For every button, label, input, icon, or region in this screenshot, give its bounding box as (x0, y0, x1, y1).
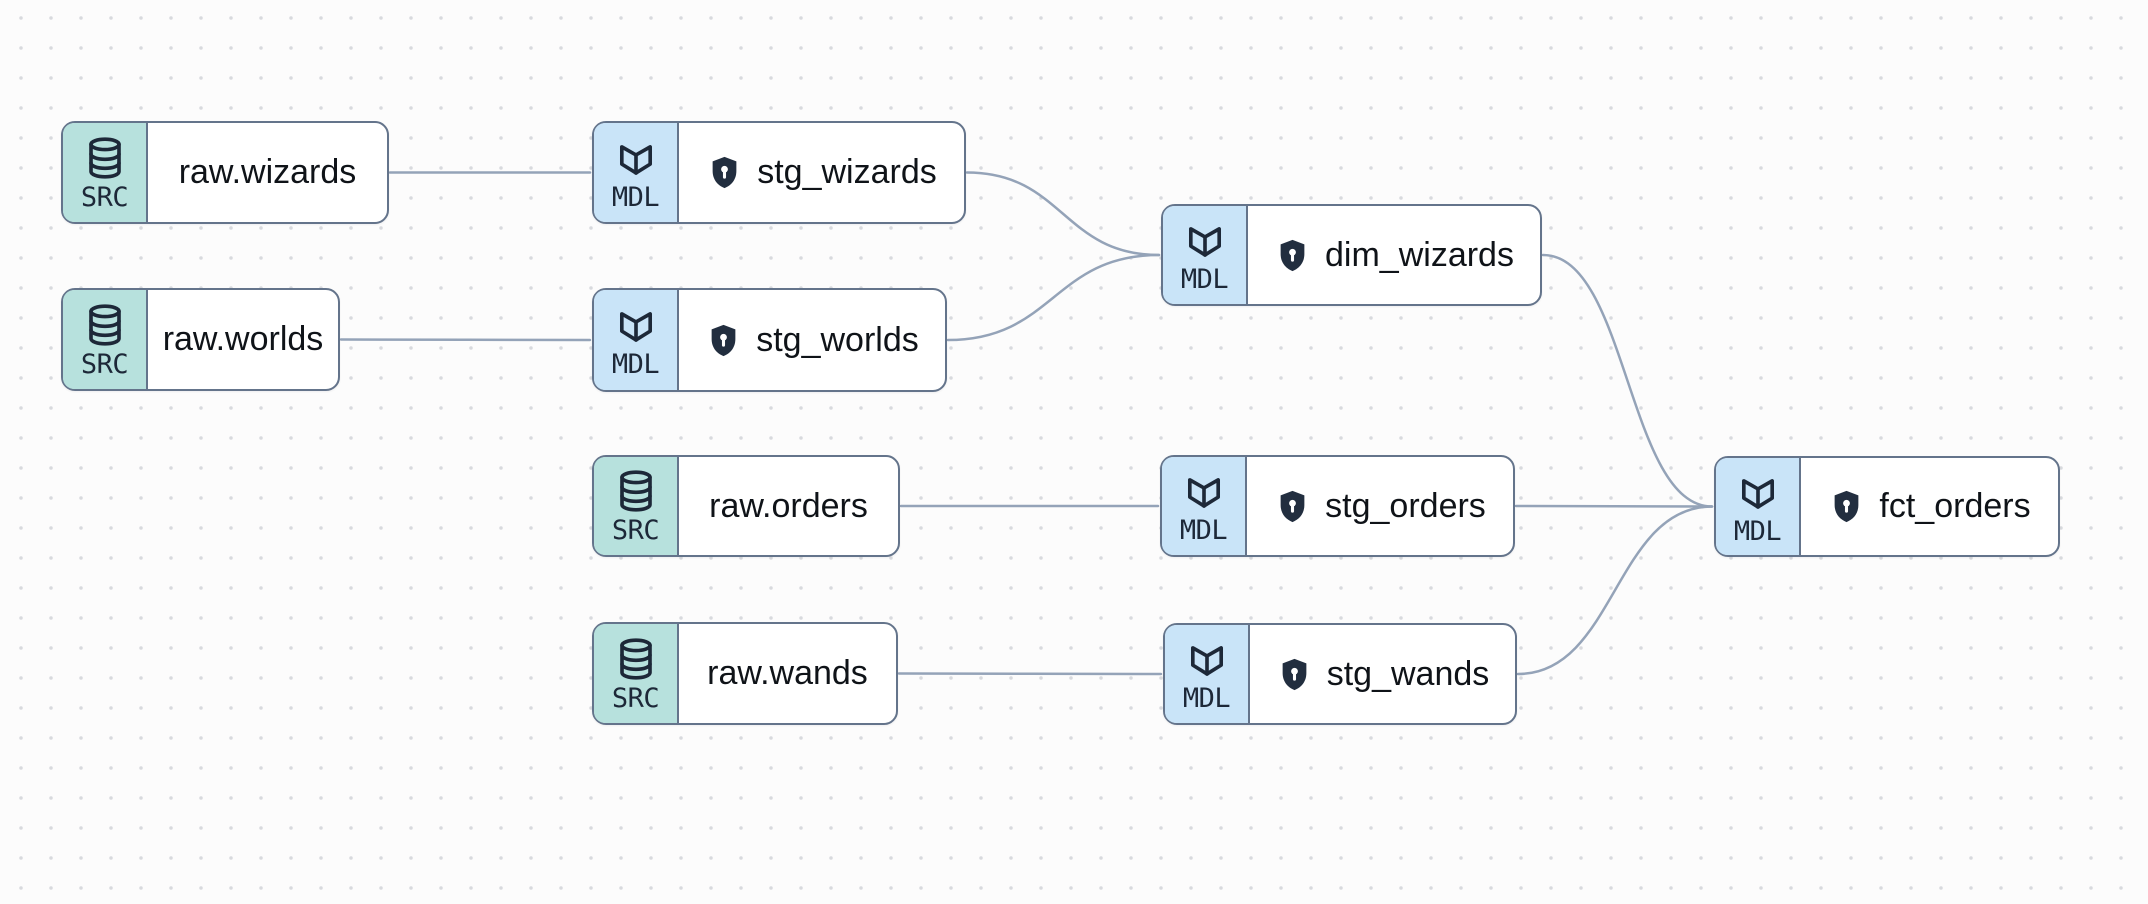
shield-lock-icon (712, 156, 737, 189)
lineage-node-fct_orders[interactable]: MDL fct_orders (1714, 456, 2060, 557)
edge-dim_wizards-to-fct_orders (1541, 253, 1714, 508)
node-name-label: stg_worlds (756, 320, 919, 359)
node-type-badge: SRC (63, 290, 148, 389)
database-icon (619, 470, 652, 512)
node-name-label: stg_orders (1325, 486, 1486, 525)
node-body: raw.orders (679, 457, 898, 555)
database-icon (619, 637, 652, 680)
node-type-label: SRC (611, 515, 660, 546)
node-body: stg_orders (1247, 457, 1513, 555)
edge-stg_wizards-to-dim_wizards (965, 171, 1161, 257)
node-type-badge: MDL (1163, 206, 1248, 304)
node-body: raw.wands (679, 624, 896, 723)
edge-stg_wands-to-fct_orders (1516, 505, 1714, 676)
node-type-label: SRC (611, 682, 660, 714)
node-body: fct_orders (1801, 458, 2058, 555)
node-type-label: MDL (1179, 515, 1228, 546)
node-name-label: stg_wands (1326, 654, 1490, 693)
node-body: raw.wizards (148, 123, 387, 222)
edge-stg_worlds-to-dim_wizards (946, 253, 1161, 342)
cube-icon (1741, 478, 1774, 509)
lineage-node-stg_wizards[interactable]: MDL stg_wizards (592, 121, 966, 224)
cube-icon (619, 144, 652, 175)
cube-icon (1188, 227, 1221, 257)
node-type-label: MDL (1733, 515, 1782, 547)
node-type-badge: MDL (1165, 625, 1250, 723)
node-name-label: raw.wizards (178, 153, 357, 191)
cube-icon (1187, 478, 1220, 508)
lineage-node-stg_orders[interactable]: MDL stg_orders (1160, 455, 1515, 557)
node-type-label: SRC (80, 348, 129, 380)
edge-raw.wands-to-stg_wands (897, 672, 1163, 676)
cube-icon (1190, 646, 1223, 676)
node-name-label: raw.orders (709, 486, 868, 525)
lineage-node-stg_wands[interactable]: MDL stg_wands (1163, 623, 1517, 725)
node-name-label: stg_wizards (757, 153, 937, 191)
node-type-badge: SRC (63, 123, 148, 222)
node-type-label: MDL (1180, 264, 1229, 295)
node-name-label: dim_wizards (1325, 235, 1514, 274)
node-type-label: MDL (611, 181, 660, 213)
cube-icon (619, 312, 652, 342)
node-name-label: raw.wands (707, 654, 868, 692)
lineage-node-raw.orders[interactable]: SRC raw.orders (592, 455, 900, 557)
lineage-node-raw.wizards[interactable]: SRC raw.wizards (61, 121, 389, 224)
node-name-label: raw.worlds (162, 320, 324, 358)
node-type-badge: SRC (594, 457, 679, 555)
node-type-label: MDL (611, 349, 660, 380)
shield-lock-icon (1280, 490, 1305, 522)
lineage-node-raw.wands[interactable]: SRC raw.wands (592, 622, 898, 725)
shield-lock-icon (1835, 490, 1859, 523)
node-type-badge: MDL (1716, 458, 1801, 555)
shield-lock-icon (1282, 658, 1307, 690)
shield-lock-icon (711, 324, 736, 356)
node-type-badge: MDL (594, 123, 679, 222)
node-body: dim_wizards (1248, 206, 1540, 304)
node-type-badge: SRC (594, 624, 679, 723)
database-icon (88, 136, 121, 179)
edge-stg_orders-to-fct_orders (1514, 504, 1714, 508)
node-type-badge: MDL (594, 290, 679, 390)
node-name-label: fct_orders (1879, 487, 2031, 525)
shield-lock-icon (1280, 239, 1305, 271)
node-body: raw.worlds (148, 290, 338, 389)
node-type-badge: MDL (1162, 457, 1247, 555)
lineage-node-stg_worlds[interactable]: MDL stg_worlds (592, 288, 947, 392)
node-body: stg_wands (1250, 625, 1515, 723)
node-body: stg_wizards (679, 123, 964, 222)
lineage-node-dim_wizards[interactable]: MDL dim_wizards (1161, 204, 1542, 306)
node-type-label: SRC (80, 181, 129, 213)
node-type-label: MDL (1182, 683, 1231, 714)
database-icon (88, 303, 121, 346)
edge-raw.worlds-to-stg_worlds (339, 338, 592, 342)
node-body: stg_worlds (679, 290, 945, 390)
lineage-node-raw.worlds[interactable]: SRC raw.worlds (61, 288, 340, 391)
